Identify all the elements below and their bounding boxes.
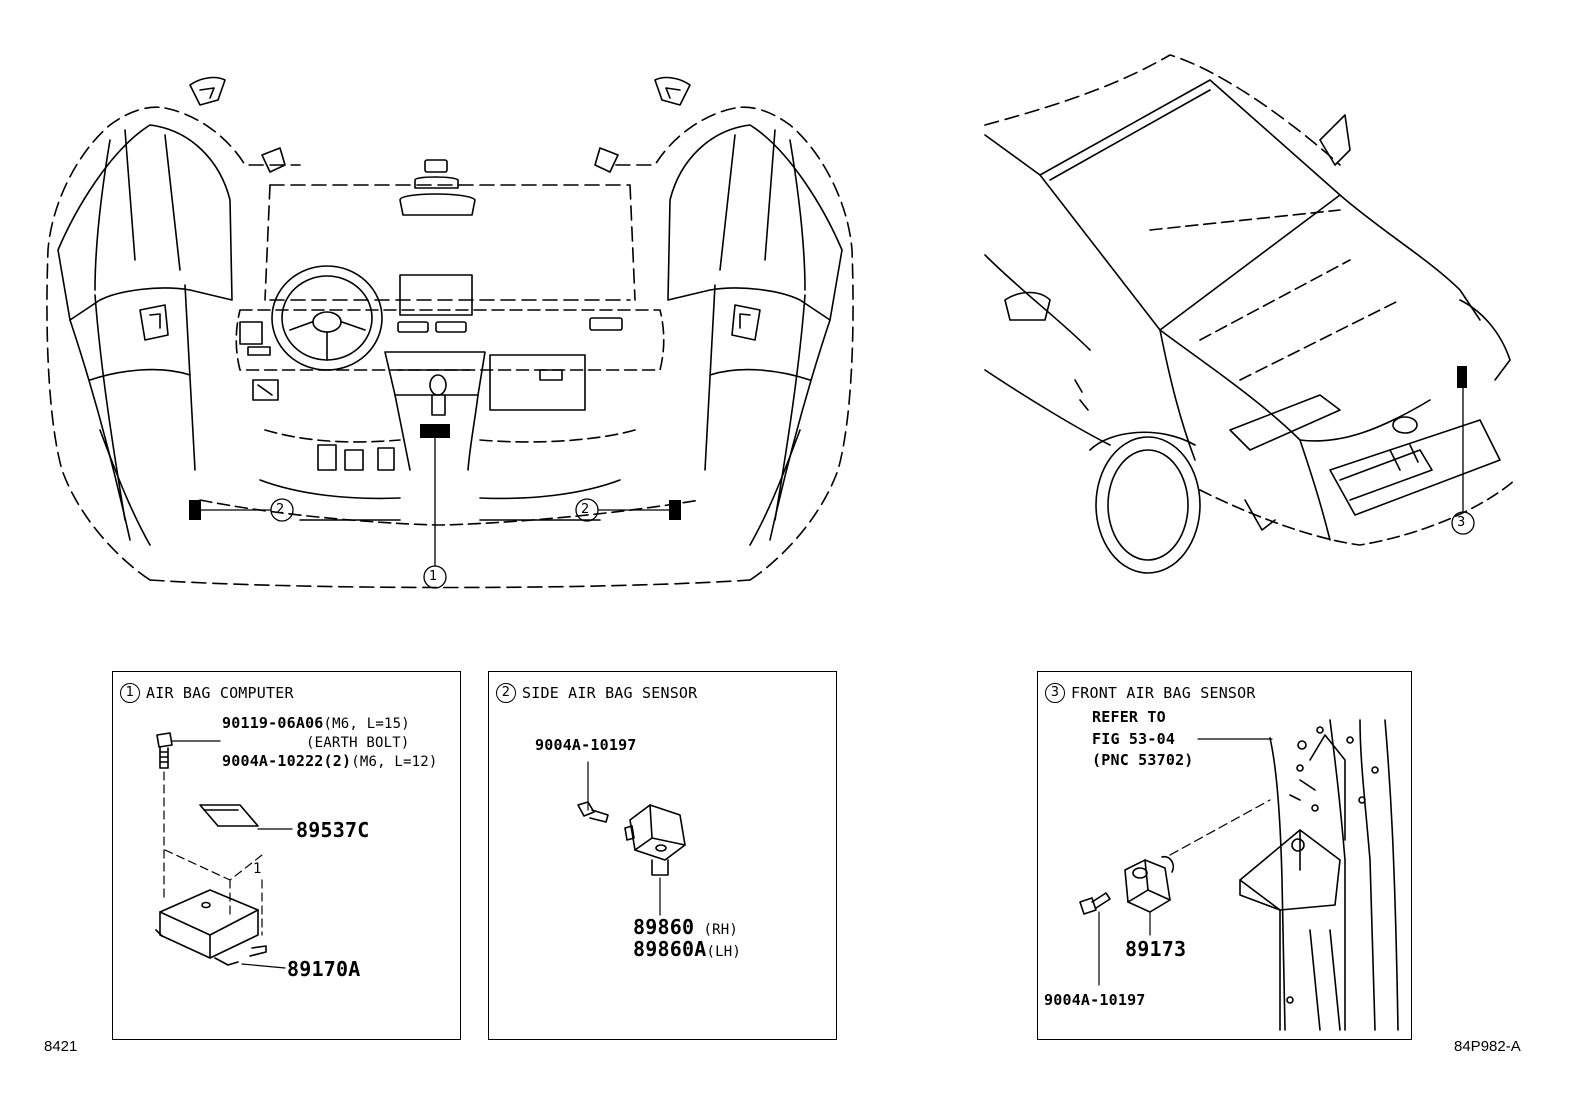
refer-line-3: (PNC 53702) bbox=[1092, 751, 1194, 769]
bolt-pn: 90119-06A06 bbox=[222, 714, 324, 732]
panel3-header: 3 FRONT AIR BAG SENSOR bbox=[1045, 683, 1256, 703]
bolt-spec: (M6, L=15) bbox=[323, 716, 410, 732]
airbag-computer-marker bbox=[420, 424, 450, 438]
panel3-number: 3 bbox=[1045, 683, 1065, 703]
panel2-header: 2 SIDE AIR BAG SENSOR bbox=[496, 683, 697, 703]
callout-2-left: 2 bbox=[276, 502, 285, 517]
bolt-part-number: 90119-06A06(M6, L=15) bbox=[222, 714, 410, 733]
bolt2-part-number: 9004A-10222(2)(M6, L=12) bbox=[222, 752, 438, 771]
label-part-number: 89537C bbox=[296, 818, 370, 842]
panel1-illustration bbox=[155, 732, 293, 969]
callout-3: 3 bbox=[1457, 515, 1466, 530]
earth-bolt-note: (EARTH BOLT) bbox=[306, 735, 410, 751]
figure-code-left: 8421 bbox=[44, 1038, 78, 1055]
callout-2-right: 2 bbox=[581, 502, 590, 517]
panel-airbag-computer bbox=[112, 671, 461, 1040]
front-sensor-marker bbox=[1457, 366, 1467, 388]
panel3-title: FRONT AIR BAG SENSOR bbox=[1071, 684, 1256, 702]
refer-line-1: REFER TO bbox=[1092, 708, 1166, 726]
side-sensor-lh: 89860A(LH) bbox=[633, 938, 741, 961]
figure-code-right: 84P982-A bbox=[1454, 1038, 1521, 1055]
panel1-title: AIR BAG COMPUTER bbox=[146, 684, 294, 702]
front-sensor-bolt-pn: 9004A-10197 bbox=[1044, 991, 1146, 1009]
vehicle-exterior-illustration bbox=[984, 54, 1516, 574]
panel-side-sensor bbox=[488, 671, 837, 1040]
side-sensor-lh-side: (LH) bbox=[706, 944, 741, 960]
side-sensor-rh-pn: 89860 bbox=[633, 915, 695, 939]
panel2-number: 2 bbox=[496, 683, 516, 703]
vehicle-interior-illustration bbox=[46, 76, 854, 589]
side-sensor-marker-right bbox=[669, 500, 681, 520]
panel1-number: 1 bbox=[120, 683, 140, 703]
bolt2-spec: (M6, L=12) bbox=[351, 754, 438, 770]
bolt2-qty: (2) bbox=[323, 752, 352, 770]
dimension-mark: 1 bbox=[253, 861, 262, 877]
side-sensor-marker-left bbox=[189, 500, 201, 520]
panel3-illustration bbox=[1079, 719, 1399, 1031]
panel2-title: SIDE AIR BAG SENSOR bbox=[522, 684, 698, 702]
side-sensor-bolt-pn: 9004A-10197 bbox=[535, 736, 637, 754]
panel2-illustration bbox=[577, 761, 686, 916]
side-sensor-rh: 89860 (RH) bbox=[633, 916, 738, 939]
panel-front-sensor bbox=[1037, 671, 1412, 1040]
callout-1: 1 bbox=[429, 569, 438, 584]
panel1-header: 1 AIR BAG COMPUTER bbox=[120, 683, 294, 703]
side-sensor-rh-side: (RH) bbox=[703, 922, 738, 938]
refer-line-2: FIG 53-04 bbox=[1092, 730, 1176, 748]
side-sensor-lh-pn: 89860A bbox=[633, 937, 707, 961]
computer-part-number: 89170A bbox=[287, 957, 361, 981]
front-sensor-part-number: 89173 bbox=[1125, 937, 1187, 961]
bolt2-pn: 9004A-10222 bbox=[222, 752, 324, 770]
